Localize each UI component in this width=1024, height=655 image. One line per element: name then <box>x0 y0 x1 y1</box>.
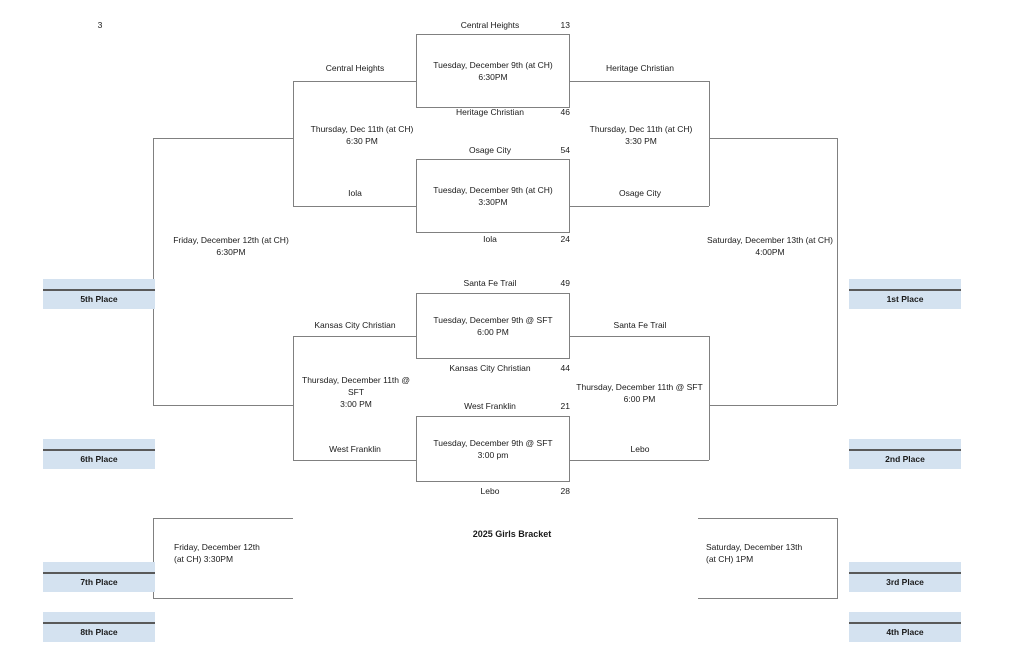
championship-final-bottom-arm <box>709 405 837 406</box>
sf-lower-right-bottom-arm <box>570 460 709 461</box>
qf2-game-box[interactable]: Tuesday, December 9th (at CH) 3:30PM <box>416 159 570 233</box>
place-rule-5th <box>43 289 155 291</box>
place-label-6th: 6th Place <box>80 454 118 464</box>
place-rule-3rd <box>849 572 961 574</box>
place-label-5th: 5th Place <box>80 294 118 304</box>
qf1-game-info: Tuesday, December 9th (at CH) 6:30PM <box>433 60 553 82</box>
place-label-8th: 8th Place <box>80 627 118 637</box>
place-label-4th: 4th Place <box>886 627 924 637</box>
qf1-top-score: 13 <box>560 20 570 30</box>
qf2-top-score: 54 <box>560 145 570 155</box>
qf4-top-score: 21 <box>560 401 570 411</box>
place-banner-8th[interactable]: 8th Place <box>43 612 155 642</box>
consolation-final-info: Friday, December 12th (at CH) 6:30PM <box>173 235 289 257</box>
sf-upper-right-top-arm <box>570 81 709 82</box>
qf1-top-team: Central Heights <box>460 20 520 30</box>
place-banner-3rd[interactable]: 3rd Place <box>849 562 961 592</box>
qf4-top-team: West Franklin <box>464 401 516 411</box>
qf4-bottom-score: 28 <box>560 486 570 496</box>
qf4-bottom-team: Lebo <box>480 486 500 496</box>
place-rule-6th <box>43 449 155 451</box>
place-rule-1st <box>849 289 961 291</box>
qf2-top-team: Osage City <box>468 145 512 155</box>
sf-upper-left-spine <box>293 81 294 206</box>
page-title: 2025 Girls Bracket <box>472 529 552 539</box>
sf-lower-right-top-team: Santa Fe Trail <box>613 320 667 330</box>
place-banner-1st[interactable]: 1st Place <box>849 279 961 309</box>
place-rule-4th <box>849 622 961 624</box>
sf-upper-right-bottom-arm <box>570 206 709 207</box>
seventh-place-game-spine <box>153 518 154 598</box>
qf2-bottom-team: Iola <box>483 234 497 244</box>
place-banner-4th[interactable]: 4th Place <box>849 612 961 642</box>
place-banner-2nd[interactable]: 2nd Place <box>849 439 961 469</box>
place-banner-5th[interactable]: 5th Place <box>43 279 155 309</box>
place-banner-7th[interactable]: 7th Place <box>43 562 155 592</box>
sf-lower-right-top-arm <box>570 336 709 337</box>
place-rule-8th <box>43 622 155 624</box>
sf-upper-right-info: Thursday, Dec 11th (at CH) 3:30 PM <box>589 124 693 146</box>
championship-final-top-arm <box>709 138 837 139</box>
qf1-bottom-team: Heritage Christian <box>455 107 525 117</box>
place-label-1st: 1st Place <box>886 294 924 304</box>
seventh-place-game-bottom-arm <box>153 598 293 599</box>
qf3-game-box[interactable]: Tuesday, December 9th @ SFT 6:00 PM <box>416 293 570 359</box>
championship-final-info: Saturday, December 13th (at CH) 4:00PM <box>707 235 833 257</box>
qf3-top-score: 49 <box>560 278 570 288</box>
place-label-2nd: 2nd Place <box>885 454 925 464</box>
third-place-game-info: Saturday, December 13th (at CH) 1PM <box>706 542 803 564</box>
sf-lower-left-top-arm <box>293 336 417 337</box>
qf3-top-team: Santa Fe Trail <box>463 278 517 288</box>
consolation-final-spine <box>153 138 154 405</box>
sf-lower-left-bottom-arm <box>293 460 417 461</box>
sf-lower-right-bottom-team: Lebo <box>630 444 650 454</box>
third-place-game-bottom-arm <box>698 598 838 599</box>
qf4-game-info: Tuesday, December 9th @ SFT 3:00 pm <box>433 438 553 460</box>
sf-lower-left-info: Thursday, December 11th @ SFT 3:00 PM <box>302 375 410 409</box>
qf1-bottom-score: 46 <box>560 107 570 117</box>
sf-lower-left-spine <box>293 336 294 460</box>
place-rule-7th <box>43 572 155 574</box>
consolation-final-top-arm <box>153 138 294 139</box>
qf3-game-info: Tuesday, December 9th @ SFT 6:00 PM <box>433 315 553 337</box>
seventh-place-game-info: Friday, December 12th (at CH) 3:30PM <box>174 542 260 564</box>
qf1-game-box[interactable]: Tuesday, December 9th (at CH) 6:30PM <box>416 34 570 108</box>
sf-upper-left-top-team: Central Heights <box>325 63 385 73</box>
place-label-3rd: 3rd Place <box>886 577 924 587</box>
third-place-game-top-arm <box>698 518 838 519</box>
page-marker: 3 <box>97 20 103 30</box>
qf2-game-info: Tuesday, December 9th (at CH) 3:30PM <box>433 185 553 207</box>
qf3-bottom-score: 44 <box>560 363 570 373</box>
sf-upper-right-top-team: Heritage Christian <box>605 63 675 73</box>
consolation-final-bottom-arm <box>153 405 294 406</box>
sf-upper-left-bottom-arm <box>293 206 417 207</box>
qf4-game-box[interactable]: Tuesday, December 9th @ SFT 3:00 pm <box>416 416 570 482</box>
sf-upper-right-bottom-team: Osage City <box>618 188 662 198</box>
place-label-7th: 7th Place <box>80 577 118 587</box>
championship-final-spine <box>837 138 838 405</box>
sf-lower-right-info: Thursday, December 11th @ SFT 6:00 PM <box>576 382 703 404</box>
place-rule-2nd <box>849 449 961 451</box>
sf-lower-right-spine <box>709 336 710 460</box>
sf-lower-left-bottom-team: West Franklin <box>329 444 381 454</box>
place-banner-6th[interactable]: 6th Place <box>43 439 155 469</box>
sf-upper-left-top-arm <box>293 81 417 82</box>
sf-upper-right-spine <box>709 81 710 206</box>
seventh-place-game-top-arm <box>153 518 293 519</box>
sf-upper-left-bottom-team: Iola <box>348 188 362 198</box>
sf-lower-left-top-team: Kansas City Christian <box>314 320 396 330</box>
qf3-bottom-team: Kansas City Christian <box>449 363 531 373</box>
qf2-bottom-score: 24 <box>560 234 570 244</box>
third-place-game-spine <box>837 518 838 598</box>
sf-upper-left-info: Thursday, Dec 11th (at CH) 6:30 PM <box>310 124 414 146</box>
